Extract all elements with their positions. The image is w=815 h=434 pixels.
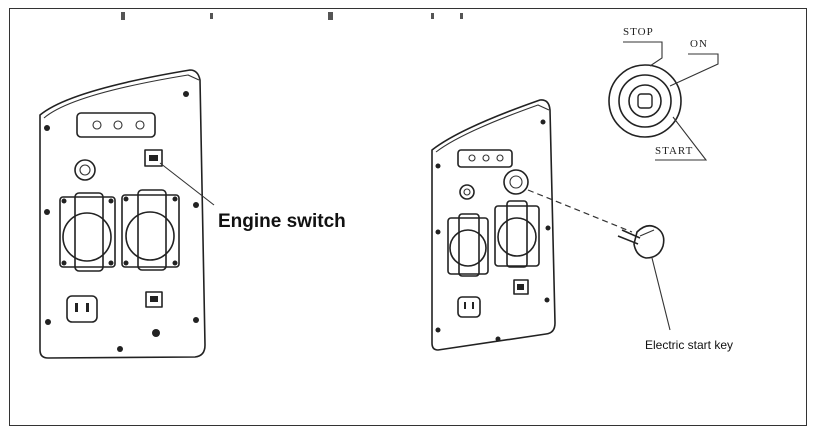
figure-frame (9, 8, 807, 426)
left-panel-breaker-switch (145, 291, 163, 308)
on-leader-line (669, 53, 719, 87)
left-panel-knob (74, 159, 96, 181)
right-panel-indicator-strip (457, 149, 513, 168)
stop-label: STOP (623, 26, 654, 38)
cropped-caption-marks (121, 12, 463, 20)
on-label: ON (690, 38, 708, 50)
electric-start-key-label: Electric start key (645, 338, 734, 352)
electric-start-key-leader-line (651, 257, 671, 331)
engine-switch (144, 149, 163, 167)
right-panel-screws (435, 119, 551, 342)
start-leader-line (655, 116, 708, 161)
right-control-panel (431, 99, 633, 351)
left-panel-socket-2 (121, 189, 180, 271)
left-panel-screws (44, 91, 199, 352)
right-panel-small-outlet (457, 296, 481, 318)
ignition-switch-detail (608, 41, 719, 161)
engine-switch-leader-line (159, 162, 215, 206)
key-insertion-dashed-line (527, 189, 633, 233)
left-panel-socket-1 (59, 192, 116, 272)
stop-leader-line (623, 41, 663, 67)
right-panel-breaker-switch (513, 279, 529, 295)
right-panel-socket-2 (494, 200, 540, 268)
right-panel-key-switch (503, 169, 529, 195)
right-panel-knob (459, 184, 475, 200)
electric-start-key (617, 224, 671, 331)
left-control-panel (39, 69, 215, 359)
start-label: START (655, 145, 694, 157)
engine-switch-label: Engine switch (218, 211, 346, 232)
right-panel-socket-1 (447, 213, 489, 277)
left-panel-small-outlet (66, 295, 98, 323)
left-panel-indicator-strip (76, 112, 156, 138)
